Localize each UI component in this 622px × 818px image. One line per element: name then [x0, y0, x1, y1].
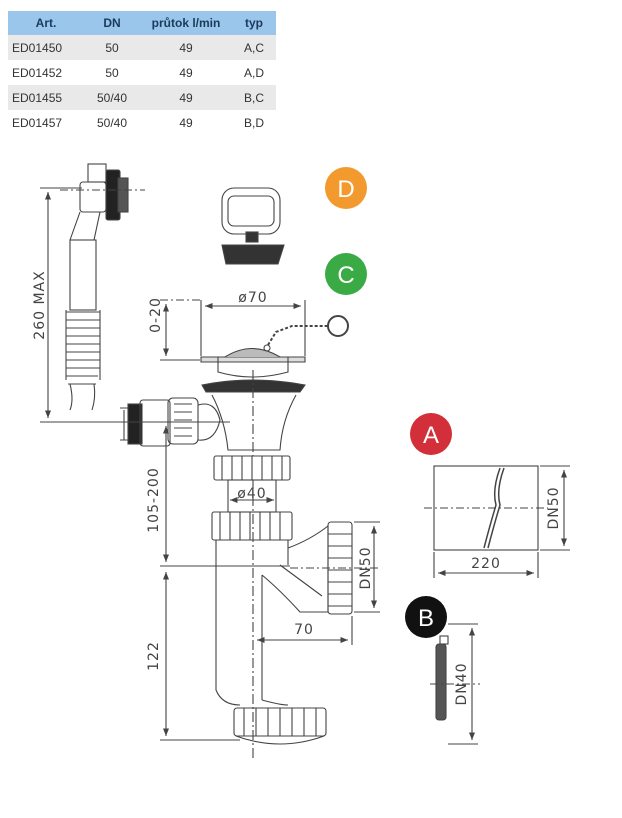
- cell-art: ED01455: [8, 85, 84, 110]
- badge-a-letter: A: [423, 422, 439, 449]
- badge-c-circle: [325, 253, 367, 295]
- dimension-0-20: 0-20: [148, 297, 200, 361]
- dimension-105-200: 105-200: [146, 426, 290, 567]
- cell-art: ED01452: [12, 65, 63, 80]
- table-row: ED01450 50 49 A,C: [8, 35, 276, 60]
- dim-diameter-70: ø70: [238, 290, 267, 306]
- dim-dn50-part-a: DN50: [546, 486, 562, 529]
- dimension-260: 260 MAX: [32, 187, 230, 423]
- table-row: ED01452 50 49 A,D: [8, 60, 276, 85]
- dim-70-length: 70: [294, 622, 314, 638]
- cell-dn: 50/40: [84, 85, 140, 110]
- badge-b-circle: [405, 596, 447, 638]
- badge-c: C: [325, 253, 367, 295]
- cell-dn: 50: [84, 35, 140, 60]
- part-d-plug: [221, 187, 285, 265]
- cell-dn: 50: [105, 65, 119, 80]
- dim-dn50-main: DN50: [358, 546, 374, 589]
- cell-type: A,D: [243, 65, 264, 80]
- dim-105-200: 105-200: [146, 467, 162, 533]
- dimension-70-length: 70: [257, 616, 353, 645]
- dim-dn40-part-b: DN40: [454, 662, 470, 705]
- header-type: typ: [232, 11, 276, 35]
- cell-type: A,C: [232, 35, 276, 60]
- strainer: [200, 315, 349, 393]
- dimension-70-diameter: ø70: [200, 290, 306, 356]
- cell-dn: 50/40: [96, 115, 128, 130]
- badge-d-letter: D: [337, 176, 354, 203]
- cell-flow: 49: [140, 85, 232, 110]
- table-row: ED01455 50/40 49 B,C: [8, 85, 276, 110]
- cell-flow: 49: [140, 35, 232, 60]
- dim-0-20: 0-20: [148, 297, 164, 333]
- dim-122: 122: [146, 641, 162, 671]
- corrugated-hose: [65, 310, 101, 411]
- dimension-40-diameter: ø40: [230, 486, 274, 504]
- table-row: ED01457 50/40 49 B,D: [8, 110, 276, 135]
- header-flow: průtok l/min: [140, 11, 232, 35]
- badge-a: A: [410, 413, 452, 455]
- cell-art: ED01457: [12, 115, 63, 130]
- dim-diameter-40: ø40: [237, 486, 266, 502]
- cell-type: B,D: [243, 115, 264, 130]
- badge-d: D: [325, 167, 367, 209]
- overflow-hose: [60, 163, 171, 447]
- cell-art: ED01450: [8, 35, 84, 60]
- dim-260-max: 260 MAX: [32, 270, 48, 339]
- badge-d-circle: [325, 167, 367, 209]
- header-dn: DN: [84, 11, 140, 35]
- part-a-pipe: 220 DN50: [424, 465, 570, 578]
- part-b-reducer: DN40: [430, 623, 480, 745]
- cell-flow: 49: [179, 115, 193, 130]
- badge-a-circle: [410, 413, 452, 455]
- dim-220-length: 220: [471, 556, 501, 572]
- cell-type: B,C: [232, 85, 276, 110]
- product-table: Art. DN průtok l/min typ ED01450 50 49 A…: [8, 11, 276, 135]
- dimension-122: 122: [146, 572, 240, 741]
- table-header-row: Art. DN průtok l/min typ: [8, 11, 276, 35]
- badge-c-letter: C: [337, 262, 354, 289]
- trap-body: [150, 370, 380, 760]
- header-art: Art.: [8, 11, 84, 35]
- badge-b-letter: B: [418, 605, 434, 632]
- dimension-dn50-main: DN50: [354, 521, 380, 613]
- badge-b: B: [405, 596, 447, 638]
- cell-flow: 49: [179, 65, 193, 80]
